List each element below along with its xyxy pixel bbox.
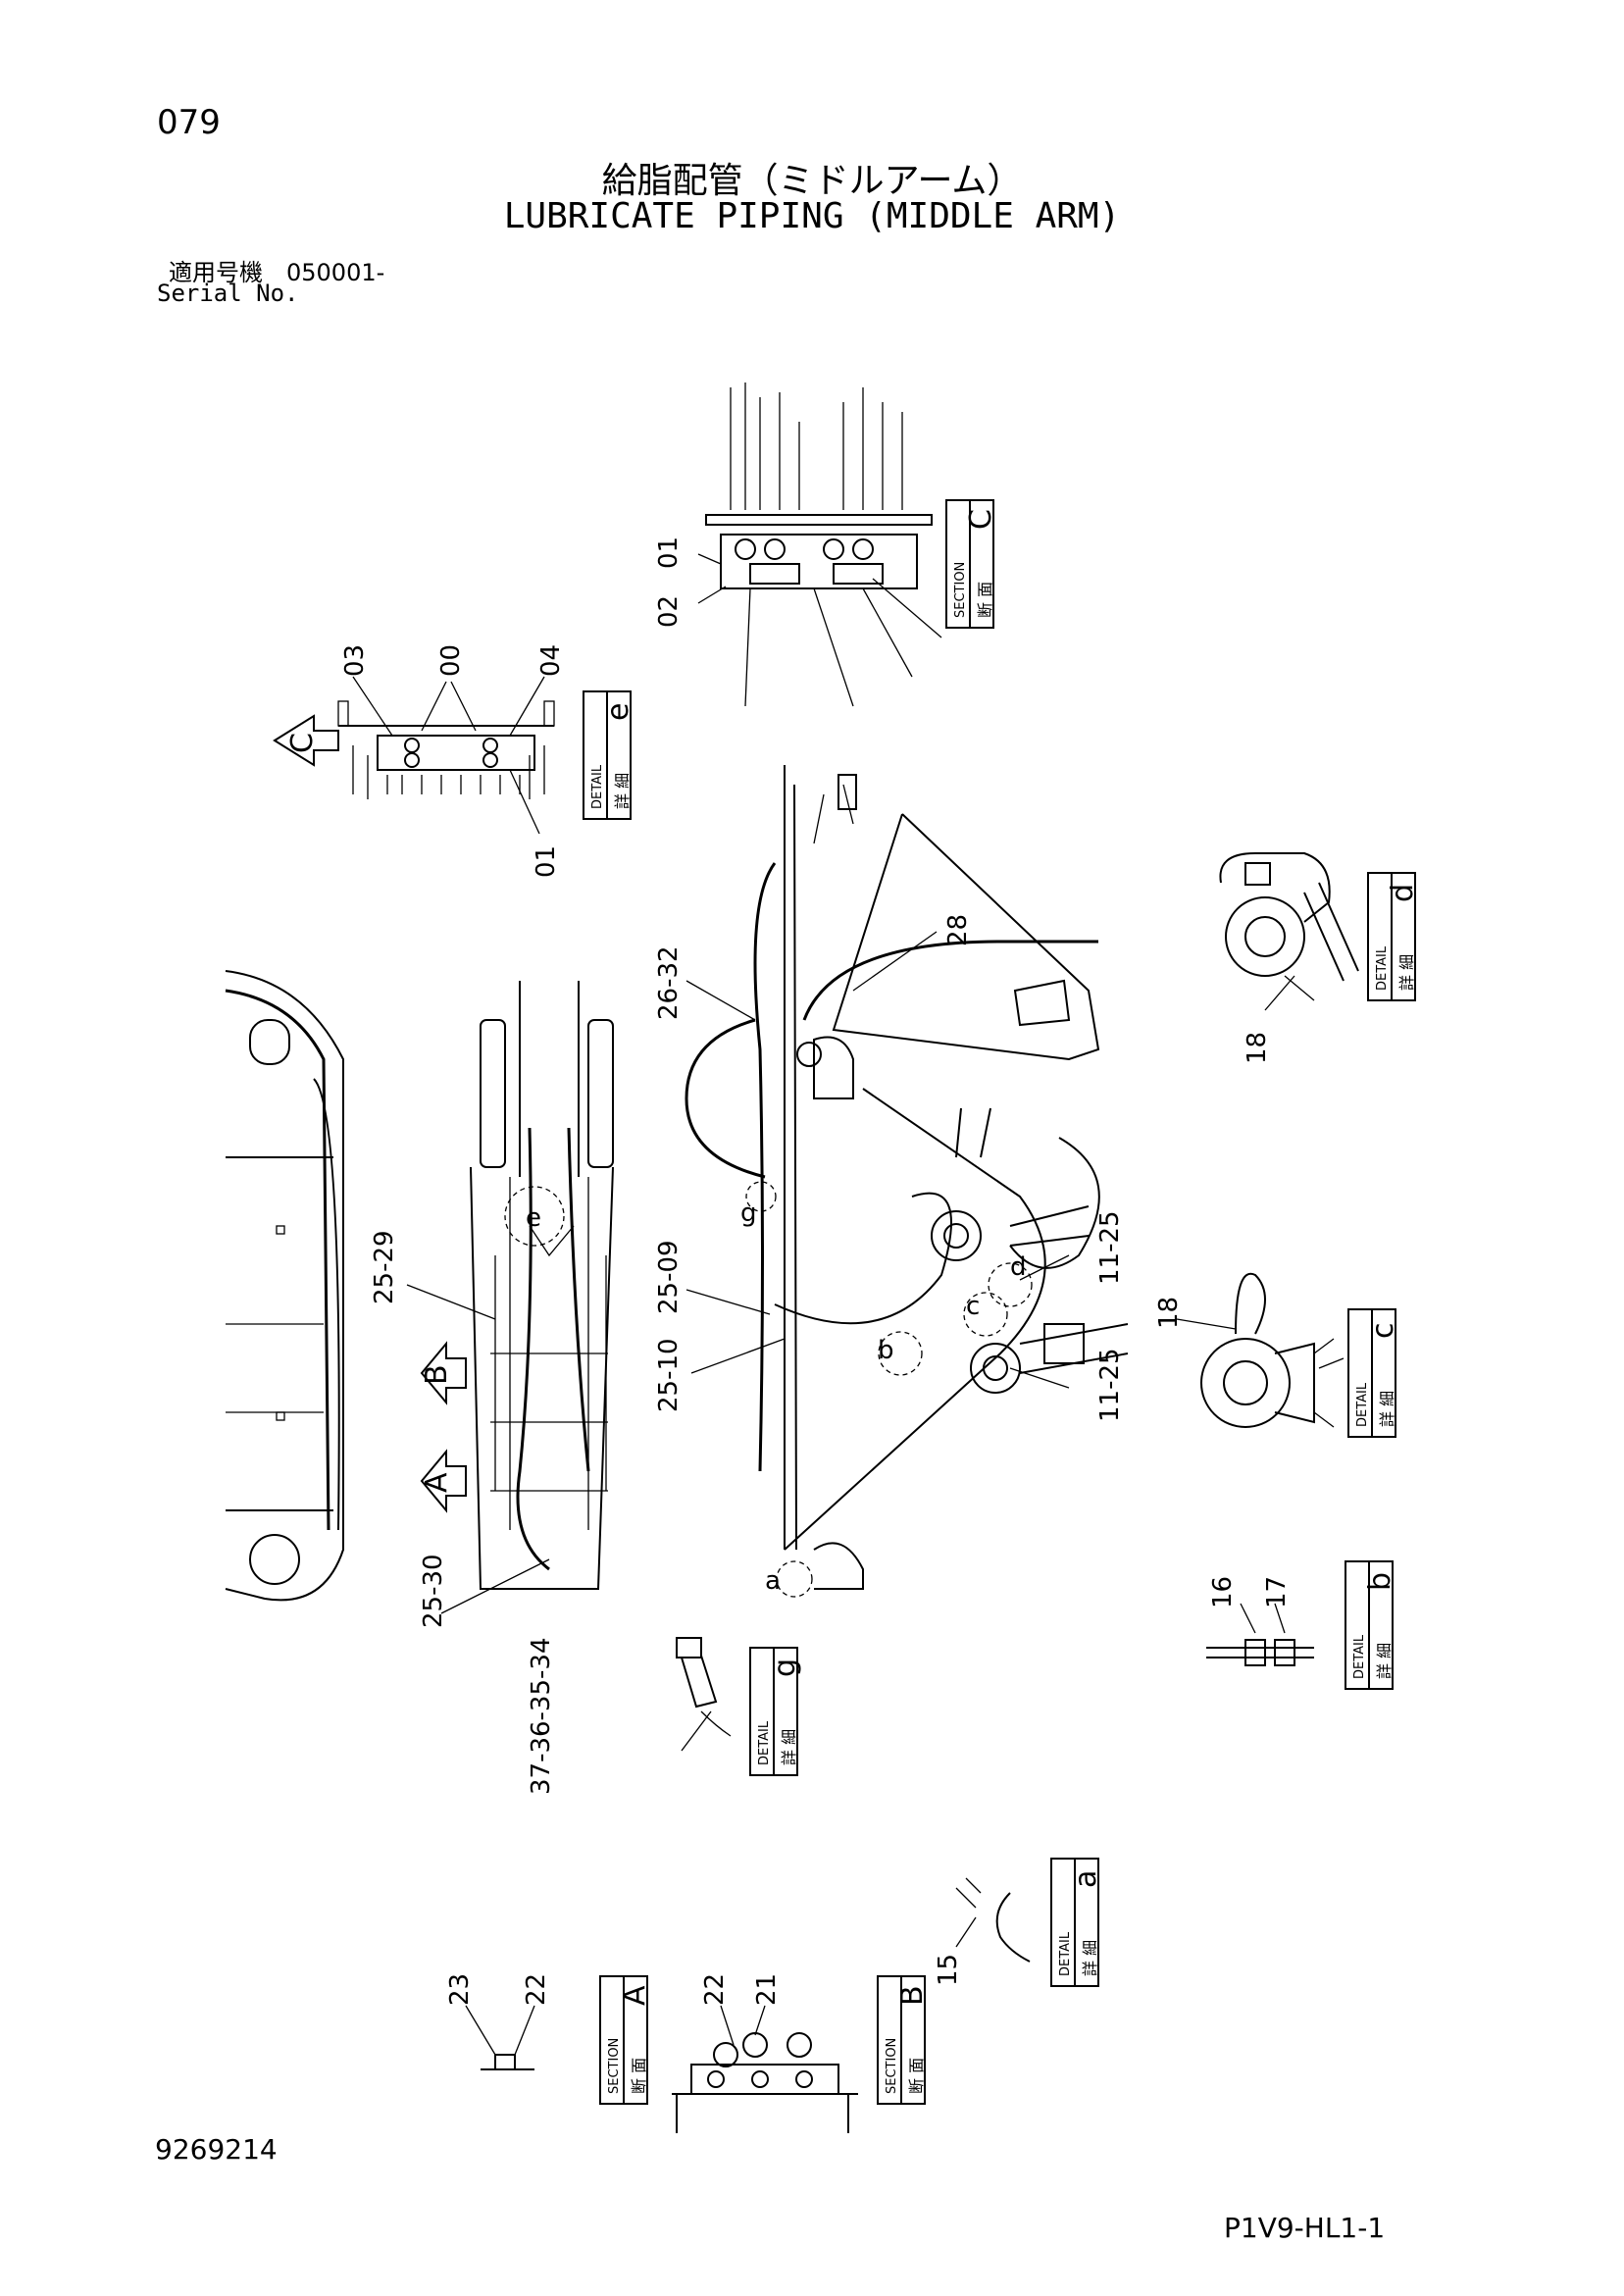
svg-text:断 面: 断 面 [630, 2058, 648, 2094]
detail-c-view [1200, 1272, 1345, 1428]
svg-text:DETAIL: DETAIL [1058, 1931, 1073, 1976]
section-b-box: B SECTION 断 面 [877, 1975, 930, 2105]
label-det-e-04: 04 [536, 644, 566, 677]
marker-b: b [878, 1336, 894, 1365]
svg-text:C: C [285, 733, 320, 753]
detail-a-view [955, 1877, 1031, 1963]
svg-text:DETAIL: DETAIL [1375, 945, 1390, 991]
section-c-box: C SECTION 断 面 [945, 499, 998, 629]
label-det-e-01: 01 [532, 845, 561, 878]
view-arrow-a: A [420, 1449, 467, 1513]
arm-top-view [470, 981, 614, 1590]
marker-d: d [1010, 1252, 1027, 1282]
arm-side-view-left [225, 970, 344, 1602]
svg-text:詳 細: 詳 細 [1081, 1940, 1099, 1976]
label-det-e-03: 03 [340, 644, 370, 677]
title-english: LUBRICATE PIPING (MIDDLE ARM) [503, 196, 1121, 236]
label-28: 28 [943, 914, 973, 946]
label-det-d-18: 18 [1243, 1032, 1272, 1064]
marker-c: c [966, 1292, 980, 1321]
label-sec-a-23: 23 [445, 1973, 475, 2006]
label-det-c-18: 18 [1154, 1297, 1184, 1329]
label-11-25-bottom: 11-25 [1095, 1348, 1125, 1422]
detail-e-view [337, 676, 555, 835]
svg-text:詳 細: 詳 細 [780, 1729, 798, 1765]
detail-d-box: d DETAIL 詳 細 [1367, 872, 1420, 1001]
svg-text:c: c [1366, 1323, 1400, 1340]
svg-text:SECTION: SECTION [885, 2038, 899, 2094]
svg-text:A: A [420, 1472, 454, 1493]
label-25-30: 25-30 [419, 1554, 448, 1628]
title-japanese: 給脂配管（ミドルアーム） [601, 161, 1023, 201]
label-sec-c-02: 02 [654, 595, 684, 628]
serial-label-english: Serial No. [157, 280, 299, 307]
serial-label-japanese: 適用号機 050001- [169, 259, 385, 286]
svg-text:詳 細: 詳 細 [1378, 1391, 1396, 1427]
section-c-view [697, 383, 942, 707]
view-arrow-c: C [273, 714, 339, 767]
svg-text:詳 細: 詳 細 [1397, 954, 1416, 991]
svg-text:SECTION: SECTION [607, 2038, 622, 2094]
detail-b-box: b DETAIL 詳 細 [1345, 1560, 1397, 1690]
section-a-view [465, 2005, 535, 2070]
detail-a-box: a DETAIL 詳 細 [1050, 1858, 1103, 1987]
svg-text:DETAIL: DETAIL [1355, 1382, 1370, 1427]
label-det-b-16: 16 [1208, 1576, 1238, 1608]
detail-b-view [1206, 1603, 1314, 1666]
section-a-box: A SECTION 断 面 [599, 1975, 652, 2105]
label-sec-a-22: 22 [522, 1973, 551, 2006]
label-25-09: 25-09 [654, 1240, 684, 1314]
label-det-g: 37-36-35-34 [527, 1638, 556, 1795]
document-number: 9269214 [155, 2133, 278, 2166]
label-26-32: 26-32 [654, 945, 684, 1020]
svg-text:詳 細: 詳 細 [613, 773, 632, 809]
label-25-29: 25-29 [370, 1230, 399, 1304]
detail-e-box: e DETAIL 詳 細 [583, 690, 635, 820]
label-sec-b-21: 21 [752, 1973, 782, 2006]
arm-side-view-main [685, 765, 1129, 1598]
svg-text:a: a [1069, 1870, 1103, 1888]
label-sec-c-01: 01 [654, 536, 684, 569]
drawing-code: P1V9-HL1-1 [1224, 2212, 1386, 2244]
svg-text:A: A [618, 1985, 652, 2006]
view-arrow-b: B [420, 1341, 467, 1405]
label-det-a-15: 15 [934, 1954, 963, 1986]
svg-text:SECTION: SECTION [953, 562, 968, 618]
svg-text:DETAIL: DETAIL [1352, 1634, 1367, 1679]
detail-c-box: c DETAIL 詳 細 [1347, 1308, 1400, 1438]
svg-text:DETAIL: DETAIL [757, 1720, 772, 1765]
svg-text:C: C [964, 509, 998, 530]
svg-text:断 面: 断 面 [907, 2058, 926, 2094]
label-det-b-17: 17 [1262, 1576, 1292, 1608]
svg-text:e: e [601, 703, 635, 721]
svg-text:g: g [768, 1658, 802, 1677]
svg-text:B: B [420, 1364, 454, 1385]
svg-text:断 面: 断 面 [976, 582, 994, 618]
svg-text:B: B [895, 1985, 930, 2006]
page-number: 079 [157, 103, 221, 142]
svg-text:b: b [1363, 1572, 1397, 1591]
label-sec-b-22: 22 [700, 1973, 730, 2006]
svg-text:DETAIL: DETAIL [590, 764, 605, 809]
detail-d-view [1219, 852, 1359, 1001]
svg-text:d: d [1386, 884, 1420, 902]
marker-e: e [526, 1203, 541, 1233]
label-25-10: 25-10 [654, 1338, 684, 1412]
label-11-25-top: 11-25 [1095, 1210, 1125, 1285]
label-det-e-00: 00 [436, 644, 466, 677]
marker-g: g [740, 1199, 757, 1228]
detail-g-box: g DETAIL 詳 細 [749, 1647, 802, 1776]
svg-text:詳 細: 詳 細 [1375, 1643, 1394, 1679]
marker-a: a [765, 1566, 781, 1596]
detail-g-view [676, 1637, 732, 1737]
section-b-view [672, 2005, 858, 2133]
